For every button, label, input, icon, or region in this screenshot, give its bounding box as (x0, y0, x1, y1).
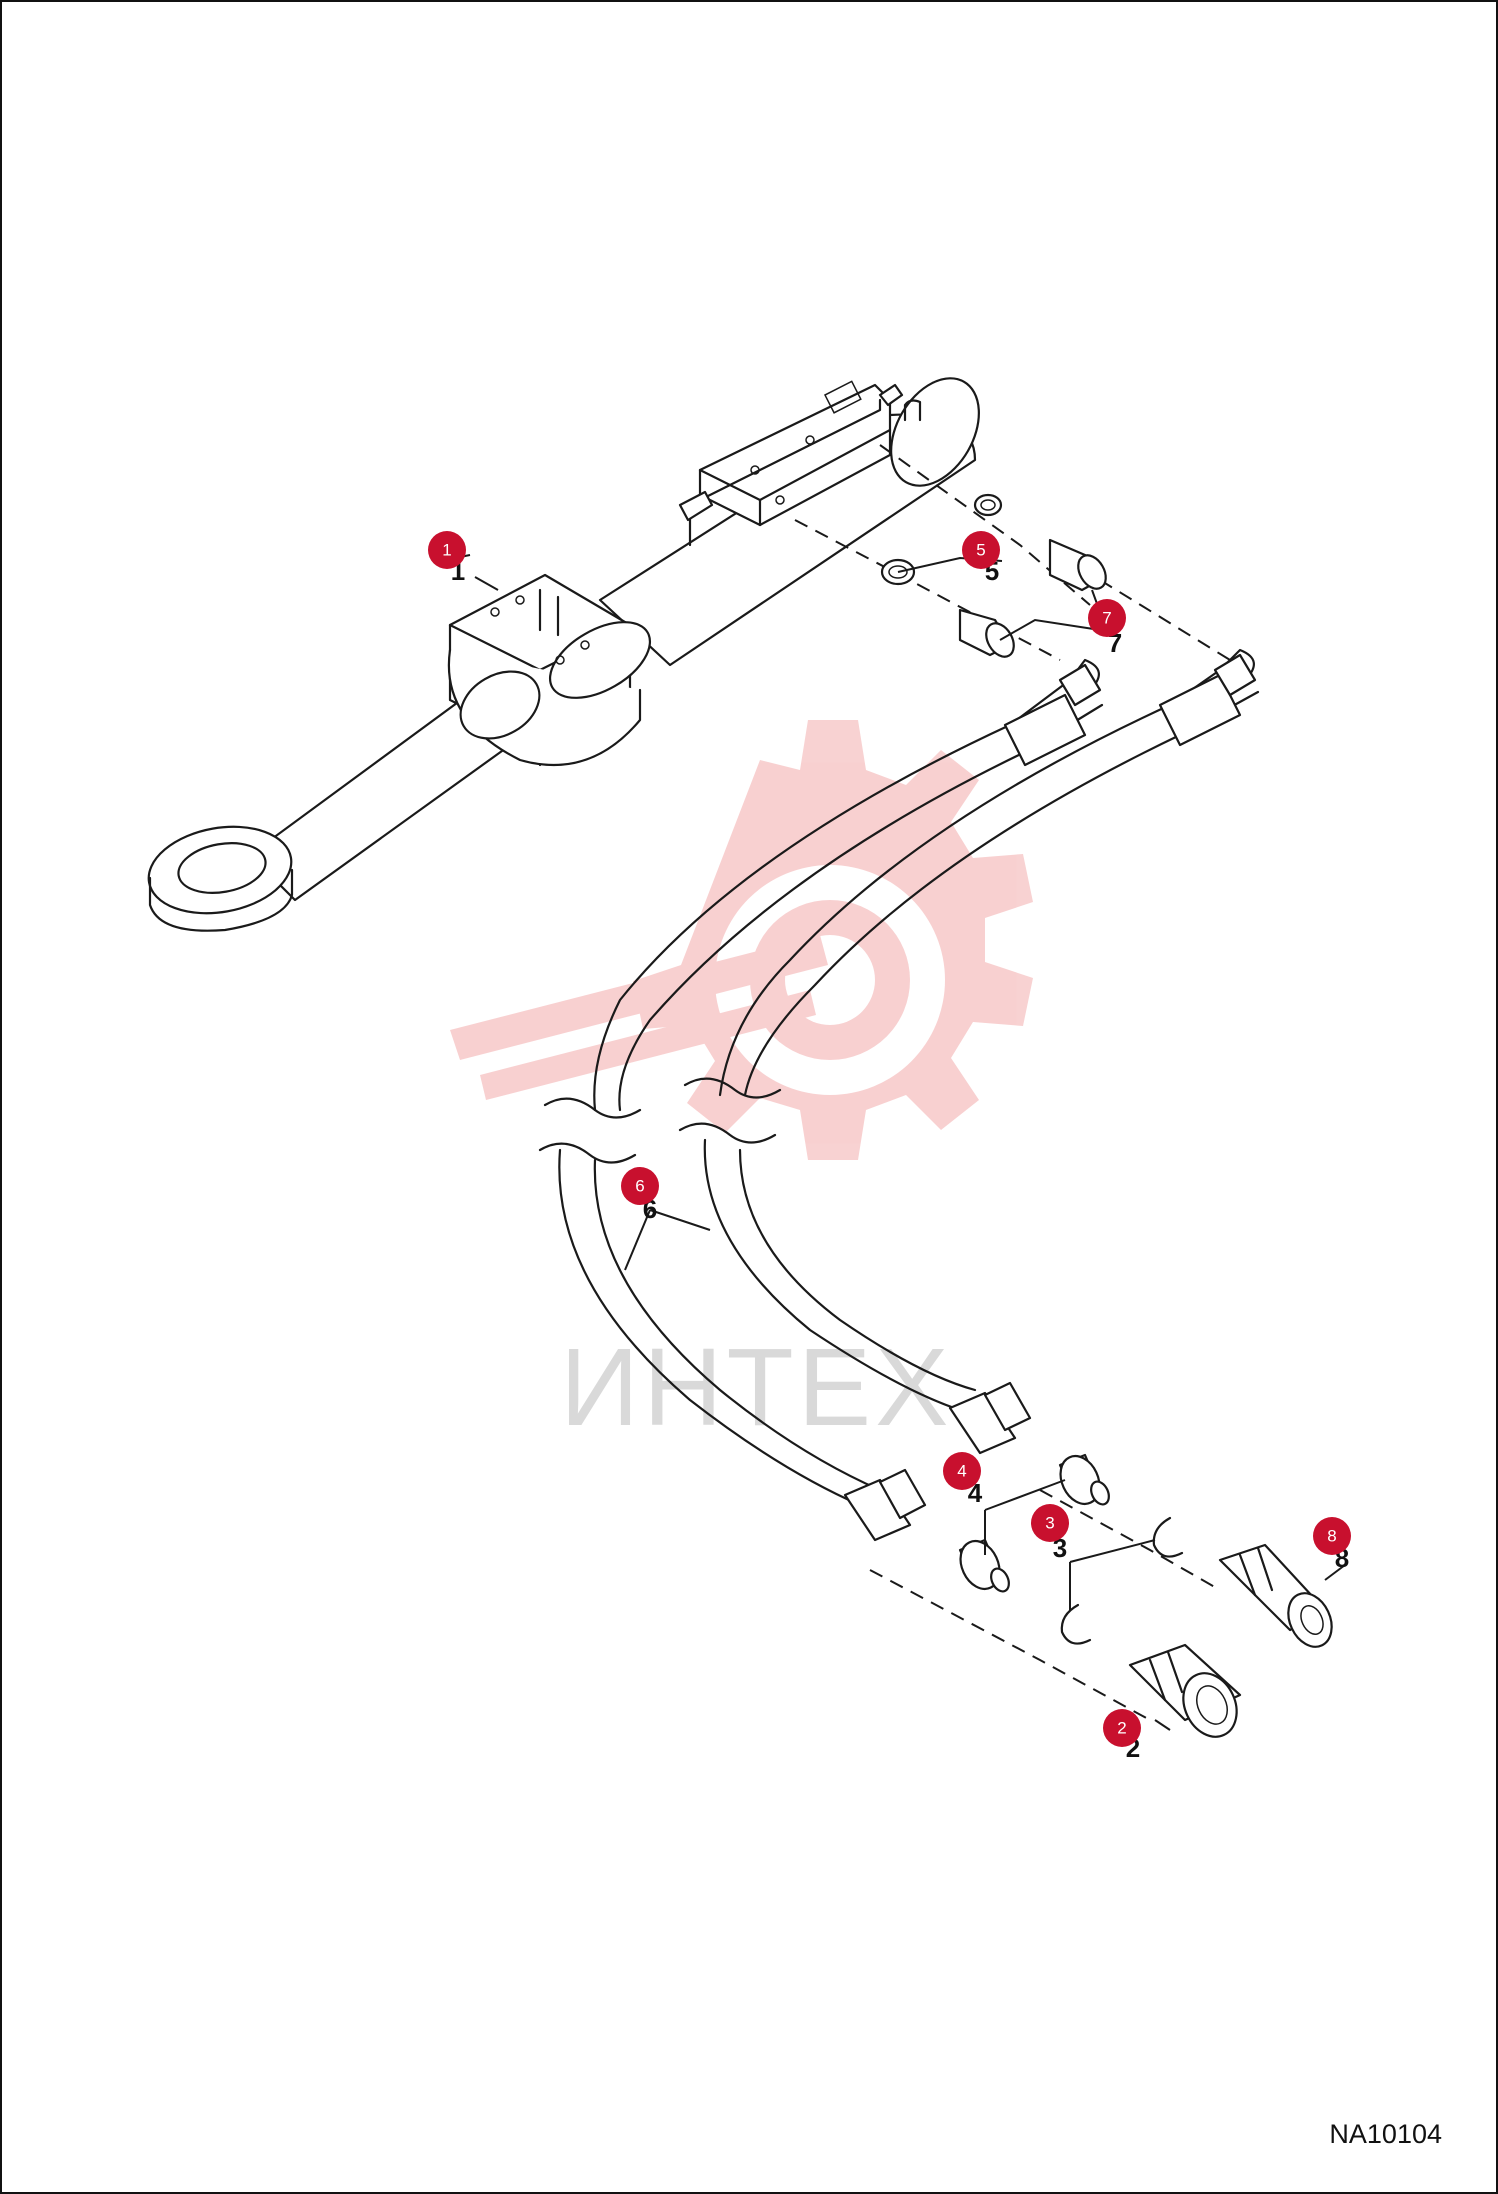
hydraulic-cylinder (147, 377, 980, 932)
callout-5[interactable]: 5 (962, 531, 1000, 569)
drawing-reference-code: NA10104 (1329, 2119, 1442, 2149)
callout-1[interactable]: 1 (428, 531, 466, 569)
callout-6[interactable]: 6 (621, 1167, 659, 1205)
svg-text:3: 3 (1045, 1514, 1054, 1533)
callout-2[interactable]: 2 (1103, 1709, 1141, 1747)
svg-text:1: 1 (442, 541, 451, 560)
svg-text:2: 2 (1117, 1719, 1126, 1738)
svg-text:6: 6 (635, 1177, 644, 1196)
svg-text:7: 7 (1102, 609, 1111, 628)
watermark-gear-logo (450, 720, 1033, 1160)
fittings-lower (958, 1453, 1333, 1738)
hydraulic-hoses (538, 648, 1260, 1542)
fittings-upper (880, 493, 1107, 658)
callout-8[interactable]: 8 (1313, 1517, 1351, 1555)
svg-text:5: 5 (976, 541, 985, 560)
svg-text:4: 4 (957, 1462, 966, 1481)
callout-3[interactable]: 3 (1031, 1504, 1069, 1542)
svg-text:8: 8 (1327, 1527, 1336, 1546)
watermark-text: ИНТЕХ (560, 1326, 952, 1449)
callout-7[interactable]: 7 (1088, 599, 1126, 637)
callout-4[interactable]: 4 (943, 1452, 981, 1490)
